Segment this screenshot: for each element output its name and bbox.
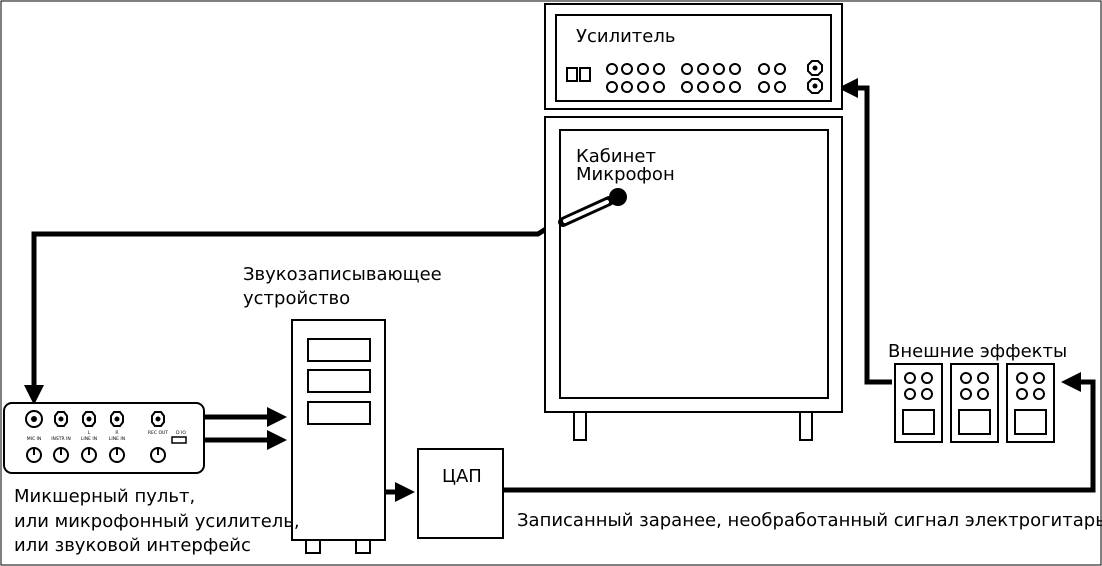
line-in-l-top-label: L xyxy=(88,430,91,436)
cabinet-foot-left xyxy=(573,411,587,441)
recorder-foot-right xyxy=(355,539,371,554)
instr-in-label: INSTR IN xyxy=(51,436,71,442)
instr-in-jack-icon xyxy=(54,411,68,427)
mixer-console: MIC IN INSTR IN L LINE IN R LINE IN REC … xyxy=(3,402,300,556)
dio-port-icon xyxy=(171,436,187,444)
microphone-label: Микрофон xyxy=(576,164,675,185)
dac-label: ЦАП xyxy=(442,466,482,487)
mixer-label-line3: или звуковой интерфейс xyxy=(14,535,251,556)
amp-knobs xyxy=(606,63,786,93)
recorder-foot-left xyxy=(305,539,321,554)
effect-pedal-2 xyxy=(950,363,999,443)
recorder-drive-bay-3 xyxy=(307,401,371,425)
effect-pedal-3 xyxy=(1006,363,1055,443)
amplifier-head: Усилитель xyxy=(544,3,843,110)
recording-device: Звукозаписывающее устройство xyxy=(243,264,442,554)
standby-switch-icon xyxy=(579,67,591,82)
dry-signal-label: Записанный заранее, необработанный сигна… xyxy=(517,510,1102,531)
recorder-drive-bay-1 xyxy=(307,338,371,362)
recorder-drive-bay-2 xyxy=(307,369,371,393)
effect-pedal-1 xyxy=(894,363,943,443)
recorder-label-line1: Звукозаписывающее xyxy=(243,264,442,285)
mic-in-jack-icon xyxy=(25,410,43,428)
dio-label: D IO xyxy=(176,430,186,436)
rec-out-jack-icon xyxy=(151,411,165,427)
dry-signal-cable xyxy=(504,372,1096,493)
rec-out-label: REC OUT xyxy=(148,430,168,436)
effects-label: Внешние эффекты xyxy=(888,341,1067,362)
line-in-l-bottom-label: LINE IN xyxy=(81,436,97,442)
cabinet-foot-right xyxy=(799,411,813,441)
recorder-label-line2: устройство xyxy=(243,288,350,309)
mic-in-label: MIC IN xyxy=(27,436,41,442)
line-in-l-jack-icon xyxy=(82,411,96,427)
line-in-r-top-label: R xyxy=(115,430,118,436)
amplifier-label: Усилитель xyxy=(576,26,675,47)
mixer-label-line1: Микшерный пульт, xyxy=(14,486,195,507)
line-in-r-bottom-label: LINE IN xyxy=(109,436,125,442)
power-switch-icon xyxy=(566,67,578,82)
mixer-knob-icons xyxy=(26,447,166,463)
mixer-label-line2: или микрофонный усилитель, xyxy=(14,511,300,532)
line-in-r-jack-icon xyxy=(110,411,124,427)
microphone-icon xyxy=(558,188,627,227)
dac-unit: ЦАП xyxy=(417,448,504,539)
speaker-cabinet: Кабинет xyxy=(544,116,843,441)
cabinet-label: Кабинет xyxy=(576,146,656,167)
amp-jack-icons xyxy=(807,60,823,94)
effects-to-amp-cable xyxy=(838,78,892,385)
external-effects: Внешние эффекты xyxy=(888,341,1067,443)
